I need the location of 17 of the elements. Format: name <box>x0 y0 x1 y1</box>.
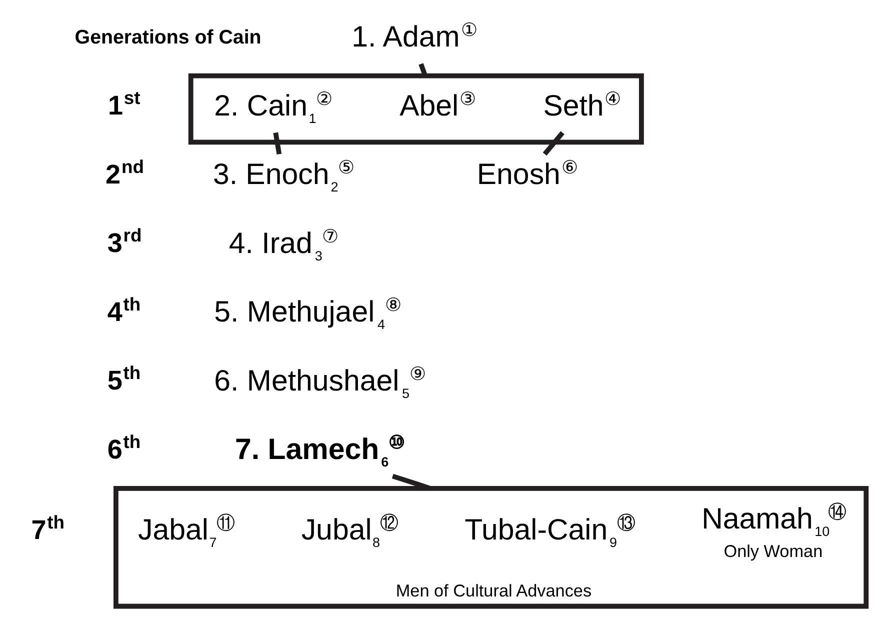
label: 5$^{th}$ <box>106 362 140 396</box>
cluster <box>188 73 644 145</box>
node-text: Abel$^{③}$ <box>399 88 476 122</box>
node-text: 1. Adam$^{①}$ <box>351 19 476 54</box>
connector <box>272 132 282 155</box>
connector <box>391 474 431 491</box>
label: 7$^{th}$ <box>30 511 64 545</box>
node-text: Enosh$^{⑥}$ <box>476 156 578 192</box>
label: 6$^{th}$ <box>106 430 140 464</box>
node-text: Seth$^{④}$ <box>542 88 620 122</box>
connector <box>542 131 564 156</box>
label: 2$^{nd}$ <box>105 156 144 190</box>
label: Generations of Cain <box>74 26 261 49</box>
label: 1$^{st}$ <box>107 87 140 121</box>
node-label: Only Woman <box>723 540 822 561</box>
label: 4$^{th}$ <box>106 293 140 327</box>
label: 3$^{rd}$ <box>106 224 142 258</box>
